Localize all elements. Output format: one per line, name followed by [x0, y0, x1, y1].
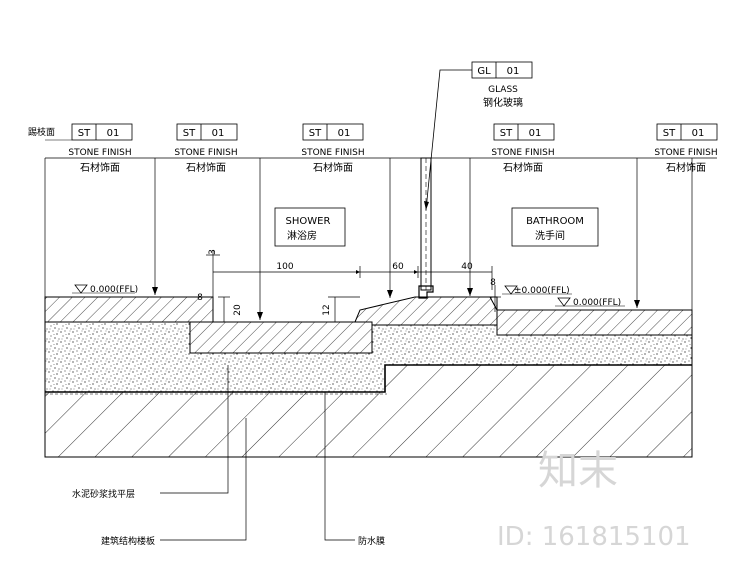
- callout-slab: 建筑结构楼板: [101, 535, 155, 547]
- stone-tag-code: ST: [500, 128, 513, 139]
- stone-tag-name-cn: 石材饰面: [313, 161, 353, 174]
- dimension-label: 8: [197, 293, 203, 303]
- glass-tag-num: 01: [507, 66, 520, 77]
- stone-tag-name-en: STONE FINISH: [491, 148, 554, 158]
- level-marker-right: 0.000(FFL): [555, 297, 625, 308]
- stone-tag-num: 01: [107, 128, 120, 139]
- stone-finish-right: [496, 309, 693, 336]
- stone-tag-num: 01: [529, 128, 542, 139]
- glass-panel: [418, 157, 434, 299]
- watermark-logo: 知末: [538, 448, 618, 494]
- stone-tag-name-en: STONE FINISH: [654, 148, 717, 158]
- level-label: 0.000(FFL): [90, 285, 138, 295]
- tag-leaders: [44, 158, 693, 320]
- stone-tag-code: ST: [309, 128, 322, 139]
- level-label: ±0.000(FFL): [514, 286, 570, 296]
- stone-tag-code: ST: [78, 128, 91, 139]
- glass-tag-name-cn: 钢化玻璃: [483, 96, 523, 109]
- waterproof-membrane: [45, 364, 692, 393]
- stone-tag-code: ST: [663, 128, 676, 139]
- dimension-label: 40: [461, 262, 473, 272]
- stone-tag-3: ST 01 STONE FINISH 石材饰面: [301, 123, 365, 174]
- level-marker-center: ±0.000(FFL): [502, 285, 572, 296]
- callout-leaders: [160, 365, 355, 541]
- stone-tag-name-cn: 石材饰面: [503, 161, 543, 174]
- stone-tag-name-cn: 石材饰面: [186, 161, 226, 174]
- stone-finish-left: [44, 296, 214, 323]
- stone-tag-name-en: STONE FINISH: [174, 148, 237, 158]
- stone-tag-5: ST 01 STONE FINISH 石材饰面: [654, 123, 718, 174]
- stone-tag-4: ST 01 STONE FINISH 石材饰面: [491, 123, 555, 174]
- dimension-label: 12: [322, 304, 332, 315]
- glass-tag-code: GL: [477, 66, 491, 77]
- stone-tag-name-cn: 石材饰面: [666, 161, 706, 174]
- dimension-lines: [206, 250, 501, 323]
- stone-tag-num: 01: [212, 128, 225, 139]
- dimension-label: 8: [490, 278, 496, 288]
- stone-tag-num: 01: [338, 128, 351, 139]
- room-name-cn: 洗手间: [535, 229, 565, 242]
- stone-finish-shower: [189, 321, 373, 354]
- side-label: 踢枝面: [28, 126, 55, 138]
- room-name-cn: 淋浴房: [287, 229, 317, 242]
- level-marker-left: 0.000(FFL): [72, 284, 138, 295]
- stone-tag-code: ST: [183, 128, 196, 139]
- room-name-en: BATHROOM: [526, 216, 584, 227]
- threshold-stone: [354, 296, 498, 326]
- glass-tag-name-en: GLASS: [488, 85, 518, 95]
- dimension-label: 3: [208, 249, 218, 255]
- room-label-shower: SHOWER 淋浴房: [274, 207, 346, 247]
- callout-mortar: 水泥砂浆找平层: [72, 488, 135, 500]
- stone-tag-2: ST 01 STONE FINISH 石材饰面: [174, 123, 238, 174]
- stone-tag-num: 01: [692, 128, 705, 139]
- stone-tag-1: ST 01 STONE FINISH 石材饰面: [68, 123, 133, 174]
- level-label: 0.000(FFL): [573, 298, 621, 308]
- dimension-label: 100: [276, 262, 293, 272]
- stone-tag-name-en: STONE FINISH: [68, 148, 131, 158]
- watermark-id: ID: 161815101: [497, 522, 691, 552]
- stone-tag-name-cn: 石材饰面: [80, 161, 120, 174]
- dimension-label: 60: [392, 262, 404, 272]
- room-name-en: SHOWER: [286, 216, 331, 227]
- dimension-label: 20: [233, 304, 243, 316]
- stone-tag-name-en: STONE FINISH: [301, 148, 364, 158]
- glass-tag: GL 01 GLASS 钢化玻璃: [471, 61, 533, 109]
- room-label-bathroom: BATHROOM 洗手间: [511, 207, 599, 247]
- callout-membrane: 防水膜: [358, 535, 385, 547]
